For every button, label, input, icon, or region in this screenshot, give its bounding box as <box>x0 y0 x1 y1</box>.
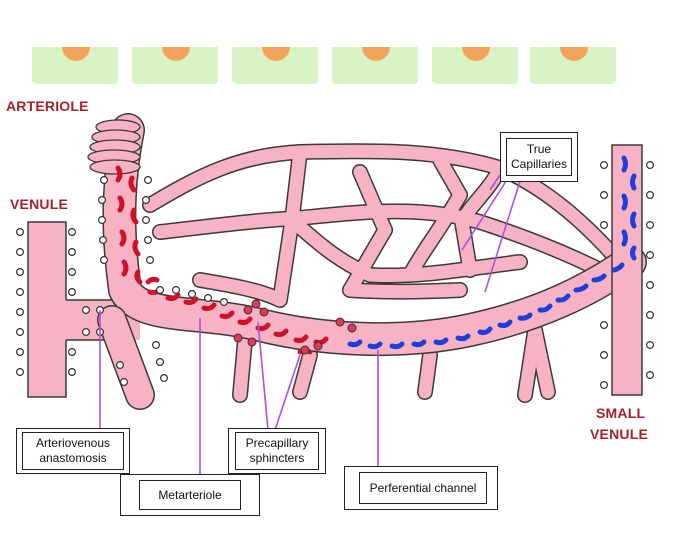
endothelial-cell <box>132 47 218 84</box>
small-venule-label-line-2: VENULE <box>590 426 648 442</box>
cell-nucleus <box>462 47 490 61</box>
cell-nucleus <box>560 47 588 61</box>
arteriole-label: ARTERIOLE <box>6 98 89 114</box>
arteriovenous-label-line-2: anastomosis <box>39 451 107 465</box>
cell-nucleus <box>362 47 390 61</box>
precapillary-sphincter-bumps <box>233 299 357 355</box>
endothelial-cell <box>232 47 318 84</box>
preferential-channel-label: Perferential channel <box>369 480 477 495</box>
endothelial-cell <box>32 47 118 84</box>
endothelial-cell <box>530 47 616 84</box>
precapillary-label-line-1: Precapillary <box>245 436 309 450</box>
metarteriole-callout: Metarteriole <box>120 474 260 516</box>
cell-nucleus <box>162 47 190 61</box>
arteriovenous-anastomosis-callout: Arteriovenous anastomosis <box>16 428 130 474</box>
endothelial-cell <box>332 47 418 84</box>
true-capillaries-label-line-1: True <box>526 142 552 156</box>
true-capillaries-callout: True Capillaries <box>500 132 578 182</box>
precapillary-sphincters-callout: Precapillary sphincters <box>228 428 326 474</box>
endothelial-cell <box>432 47 518 84</box>
cell-nucleus <box>262 47 290 61</box>
leader-lines <box>99 174 523 475</box>
metarteriole-label: Metarteriole <box>158 487 222 502</box>
cell-nucleus <box>62 47 90 61</box>
preferential-channel-callout: Perferential channel <box>344 466 498 510</box>
capillary-network <box>142 143 633 403</box>
precapillary-label-line-2: sphincters <box>249 451 305 465</box>
smooth-muscle-coil <box>87 119 141 175</box>
arteriovenous-label-line-1: Arteriovenous <box>35 436 111 450</box>
venule-label: VENULE <box>10 196 68 212</box>
true-capillaries-label-line-2: Capillaries <box>510 157 568 171</box>
small-venule-label-line-1: SMALL <box>596 405 646 421</box>
venous-blood-cells <box>347 155 637 350</box>
